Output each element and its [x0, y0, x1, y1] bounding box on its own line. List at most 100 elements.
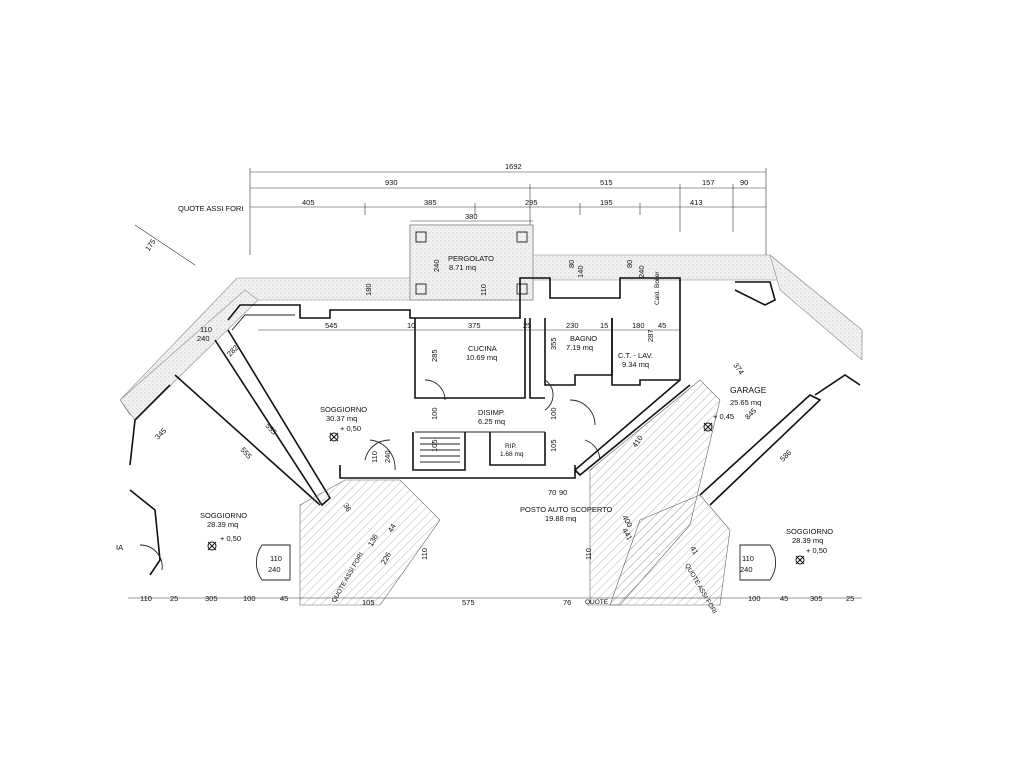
cucina-name: CUCINA: [468, 344, 497, 353]
dim-345: 345: [153, 426, 168, 441]
level-marker-soggiorno-r: [795, 555, 805, 565]
dim-140: 140: [576, 265, 585, 278]
dim-110-left: 110: [200, 325, 212, 334]
tag-240-center: 240: [383, 450, 392, 463]
ct-lav-name: C.T. - LAV.: [618, 351, 653, 360]
inner-dimensions: 545 10 375 25 230 15 180 45 240 110 180 …: [153, 259, 793, 566]
dim-90: 90: [559, 488, 567, 497]
posto-auto-name: POSTO AUTO SCOPERTO: [520, 505, 613, 514]
cucina-area: 10.69 mq: [466, 353, 497, 362]
dim-240-left: 240: [197, 334, 210, 343]
dim-287: 287: [646, 329, 655, 342]
dim-930: 930: [385, 178, 398, 187]
dim-10: 10: [407, 321, 415, 330]
dim-total: 1692: [505, 162, 522, 171]
dim-44: 44: [386, 522, 398, 534]
dim-110: 110: [479, 284, 488, 296]
ct-lav-area: 9.34 mq: [622, 360, 649, 369]
dim-90: 90: [740, 178, 748, 187]
dim-240: 240: [432, 259, 441, 272]
dim-355: 355: [549, 337, 558, 350]
dim-555b: 555: [239, 445, 254, 460]
bdim-76: 76: [563, 598, 571, 607]
dim-80b: 80: [625, 260, 634, 268]
bagno-area: 7.19 mq: [566, 343, 593, 352]
dim-240b: 240: [637, 265, 646, 278]
tag-240-right: 240: [740, 565, 753, 574]
dim-41: 41: [688, 545, 700, 557]
dim-845: 845: [743, 406, 758, 421]
dim-100b: 100: [549, 407, 558, 420]
dim-405: 405: [302, 198, 315, 207]
bdim-305-r: 305: [810, 594, 823, 603]
quote-assi-fori-label: QUOTE ASSI FORI: [178, 204, 243, 213]
soggiorno-c-area: 30.37 mq: [326, 414, 357, 423]
dim-175: 175: [143, 237, 158, 252]
garage-name: GARAGE: [730, 385, 767, 395]
left-frag-label: IA: [116, 543, 123, 552]
tag-240-left: 240: [268, 565, 281, 574]
garage-label-box: [718, 382, 773, 396]
dim-545: 545: [325, 321, 338, 330]
soggiorno-r-name: SOGGIORNO: [786, 527, 833, 536]
bdim-25-r: 25: [846, 594, 854, 603]
pergolato-area-label: 8.71 mq: [449, 263, 476, 272]
quote-mid: QUOTE: [585, 599, 609, 606]
soggiorno-l-area: 28.39 mq: [207, 520, 238, 529]
garage-area: 25.65 mq: [730, 398, 761, 407]
tag-110-left: 110: [270, 554, 282, 563]
dim-413: 413: [690, 198, 703, 207]
garage-level: + 0,45: [713, 412, 734, 421]
bdim-45: 45: [280, 594, 288, 603]
posto-auto-area: 19.88 mq: [545, 514, 576, 523]
soggiorno-c-name: SOGGIORNO: [320, 405, 367, 414]
dim-285: 285: [430, 349, 439, 362]
tag-110-center: 110: [370, 451, 379, 463]
walls: [129, 277, 861, 576]
window-tag-labels: 110 240 110 240 110 240 110 110: [268, 450, 754, 574]
tag-110-right: 110: [742, 554, 754, 563]
bdim-25: 25: [170, 594, 178, 603]
bdim-575: 575: [462, 598, 475, 607]
rip-name: RIP.: [505, 443, 517, 450]
disimp-name: DISIMP.: [478, 408, 505, 417]
dim-380: 380: [465, 212, 478, 221]
dim-180: 180: [632, 321, 645, 330]
soggiorno-r-area: 28.39 mq: [792, 536, 823, 545]
bdim-110: 110: [140, 594, 152, 603]
dim-36: 36: [341, 502, 353, 514]
dim-100: 100: [430, 407, 439, 420]
door-swings: [139, 379, 601, 571]
soggiorno-l-name: SOGGIORNO: [200, 511, 247, 520]
cald-label: Cald. Boiler: [654, 271, 661, 305]
pergolato-name: PERGOLATO: [448, 254, 494, 263]
bagno-name: BAGNO: [570, 334, 597, 343]
top-dimensions: 1692 930 515 157 90 QUOTE ASSI FORI 405 …: [134, 162, 767, 266]
dim-157: 157: [702, 178, 715, 187]
soggiorno-l-level: + 0,50: [220, 534, 241, 543]
level-marker-garage: [703, 422, 713, 432]
room-labels: CUCINA 10.69 mq BAGNO 7.19 mq C.T. - LAV…: [200, 271, 833, 555]
dim-515: 515: [600, 178, 613, 187]
dim-15: 15: [600, 321, 608, 330]
soggiorno-r-level: + 0,50: [806, 546, 827, 555]
soggiorno-c-level: + 0,50: [340, 424, 361, 433]
dim-385: 385: [424, 198, 437, 207]
bdim-45-r: 45: [780, 594, 788, 603]
level-markers: [207, 422, 805, 565]
outer-band: [119, 224, 863, 421]
tag-110-lower: 110: [420, 548, 429, 560]
level-marker-soggiorno-l: [207, 541, 217, 551]
dim-25: 25: [523, 321, 531, 330]
dim-105: 105: [430, 439, 439, 452]
dim-105b: 105: [549, 439, 558, 452]
bdim-100: 100: [243, 594, 256, 603]
dim-375: 375: [468, 321, 481, 330]
dim-80: 80: [567, 260, 576, 268]
tag-110-lower-r: 110: [584, 548, 593, 560]
dim-586: 586: [778, 448, 793, 463]
bdim-100-r: 100: [748, 594, 761, 603]
dim-180v: 180: [364, 283, 373, 296]
pergolato-area: [409, 224, 534, 301]
